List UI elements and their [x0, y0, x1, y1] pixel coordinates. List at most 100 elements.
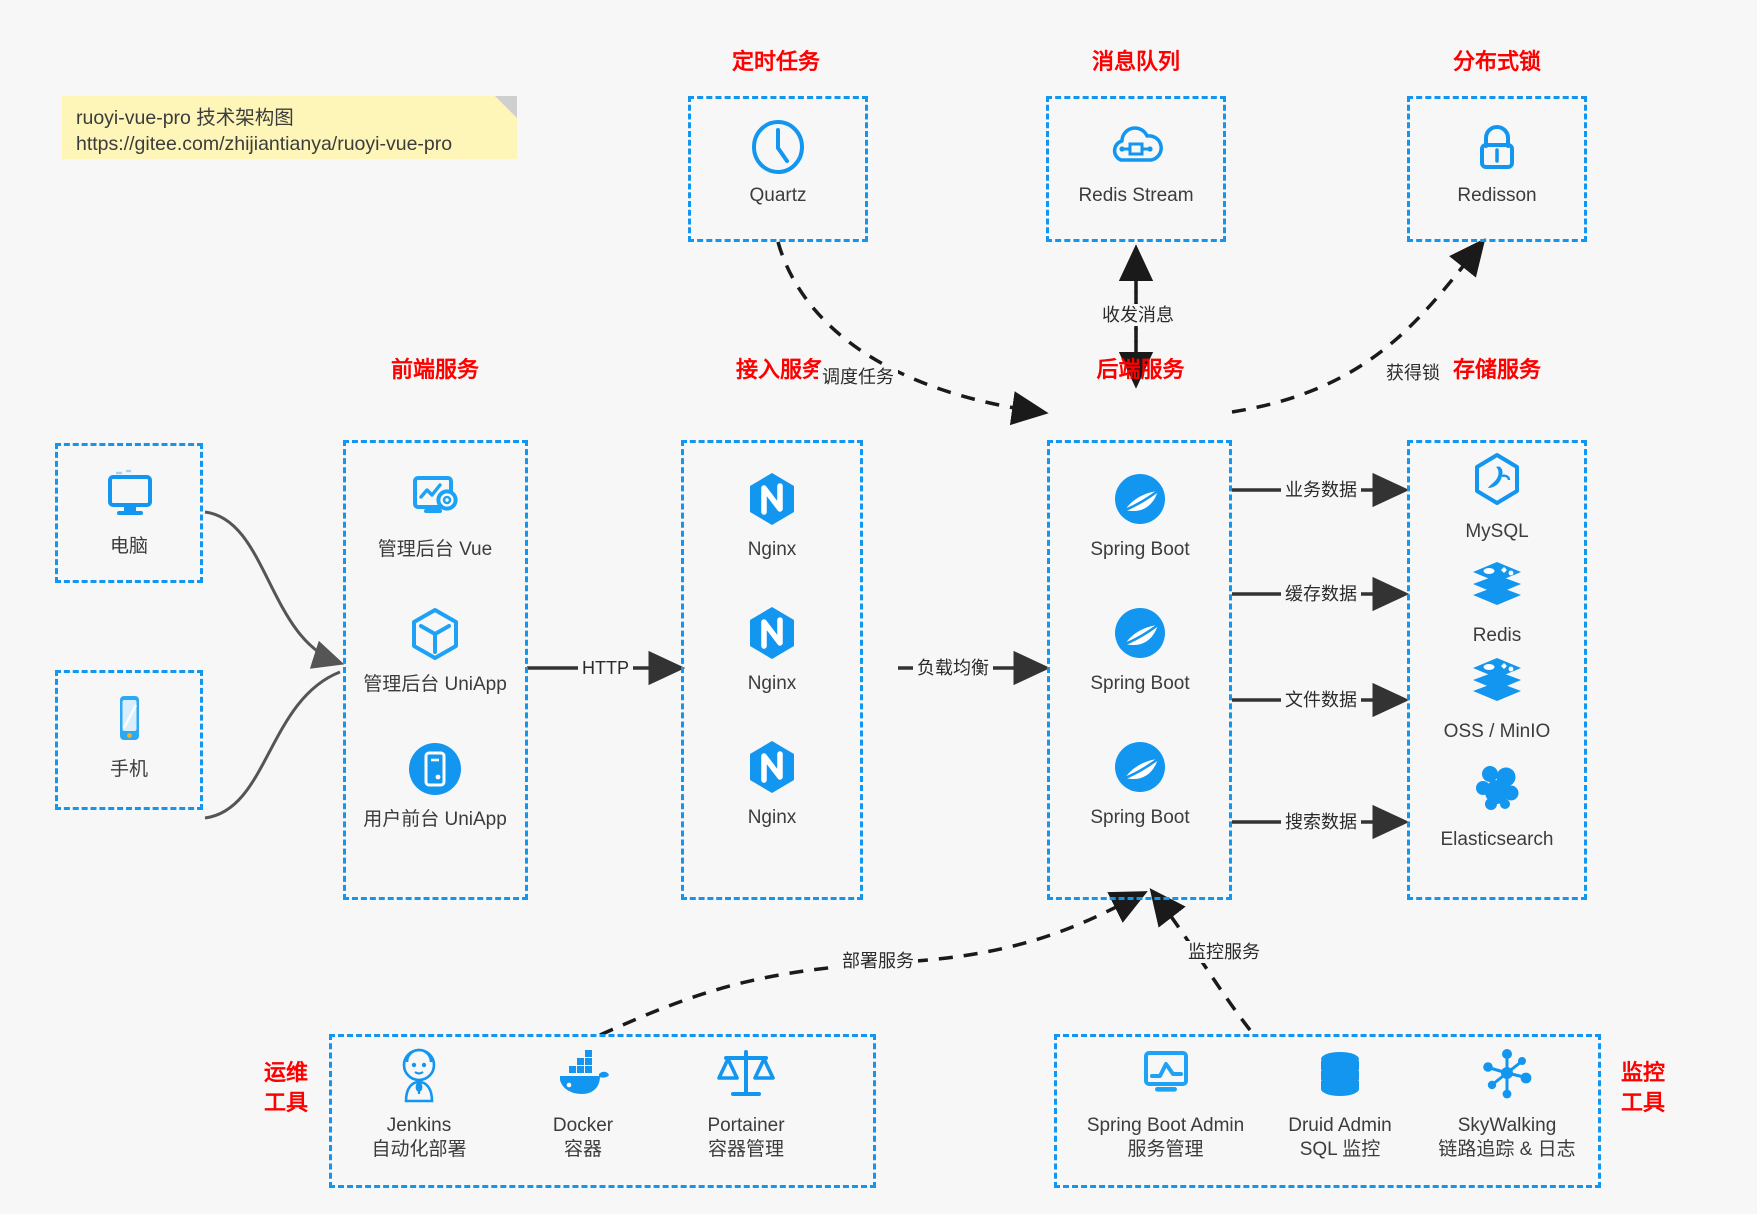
group-box-frontend-service [343, 440, 528, 900]
node-springboot-3[interactable]: Spring Boot [1060, 738, 1220, 830]
node-portainer[interactable]: Portainer 容器管理 [666, 1046, 826, 1162]
node-spring-boot-admin[interactable]: Spring Boot Admin 服务管理 [1073, 1046, 1258, 1162]
node-label: Nginx [747, 539, 797, 560]
edge-label-file-data: 文件数据 [1281, 689, 1361, 711]
mysql-dolphin-icon [1417, 452, 1577, 514]
node-elasticsearch[interactable]: Elasticsearch [1417, 760, 1577, 852]
node-sublabel: 服务管理 [1127, 1139, 1204, 1160]
node-phone[interactable]: 手机 [49, 690, 209, 782]
spring-boot-icon [1060, 604, 1220, 666]
clock-icon [698, 116, 858, 178]
cloud-stream-icon [1056, 116, 1216, 178]
nginx-icon [692, 604, 852, 666]
node-sublabel: SQL 监控 [1299, 1139, 1381, 1160]
cube-icon [355, 605, 515, 667]
group-label-backend-service: 后端服务 [1096, 357, 1185, 382]
group-box-devops-tools [329, 1034, 876, 1188]
node-label: Nginx [747, 673, 797, 694]
edge-label-acquire-lock: 获得锁 [1382, 362, 1444, 384]
group-label-distributed-lock: 分布式锁 [1452, 49, 1541, 74]
node-admin-uniapp[interactable]: 管理后台 UniApp [355, 605, 515, 697]
redis-stack-icon [1417, 556, 1577, 618]
node-label: Quartz [749, 185, 807, 206]
note-url-line: https://gitee.com/zhijiantianya/ruoyi-vu… [76, 133, 453, 155]
group-box-message-queue [1046, 96, 1226, 242]
node-label: Spring Boot [1090, 807, 1190, 828]
edge-label-cache-data: 缓存数据 [1281, 583, 1361, 605]
monitor-chart-icon [1073, 1046, 1258, 1108]
node-nginx-2[interactable]: Nginx [692, 604, 852, 696]
spring-boot-icon [1060, 738, 1220, 800]
mobile-app-icon [355, 740, 515, 802]
database-cylinder-icon [1265, 1046, 1415, 1108]
edge-label-business-data: 业务数据 [1281, 479, 1361, 501]
group-label-devops-tools: 运维 工具 [255, 1058, 317, 1118]
oss-stack-icon [1417, 652, 1577, 714]
monitor-label-line2: 工具 [1620, 1090, 1665, 1115]
node-label: Druid Admin [1288, 1115, 1392, 1136]
group-box-backend-service [1047, 440, 1232, 900]
node-oss-minio[interactable]: OSS / MinIO [1417, 652, 1577, 744]
network-nodes-icon [1422, 1046, 1592, 1108]
note-title-line: ruoyi-vue-pro 技术架构图 [76, 107, 294, 129]
node-springboot-1[interactable]: Spring Boot [1060, 470, 1220, 562]
lock-icon [1417, 116, 1577, 178]
node-label: Portainer [707, 1115, 785, 1136]
node-computer[interactable]: 电脑 [49, 467, 209, 559]
group-box-distributed-lock [1407, 96, 1587, 242]
node-nginx-3[interactable]: Nginx [692, 738, 852, 830]
node-docker[interactable]: Docker 容器 [503, 1046, 663, 1162]
edge-label-send-receive-message: 收发消息 [1098, 304, 1178, 326]
group-label-monitor-tools: 监控 工具 [1612, 1058, 1674, 1118]
spring-boot-icon [1060, 470, 1220, 532]
node-mysql[interactable]: MySQL [1417, 452, 1577, 544]
node-jenkins[interactable]: Jenkins 自动化部署 [339, 1046, 499, 1162]
node-quartz[interactable]: Quartz [698, 116, 858, 208]
node-springboot-2[interactable]: Spring Boot [1060, 604, 1220, 696]
desktop-computer-icon [49, 467, 209, 529]
node-redisson[interactable]: Redisson [1417, 116, 1577, 208]
monitor-label-line1: 监控 [1620, 1060, 1665, 1085]
node-nginx-1[interactable]: Nginx [692, 470, 852, 562]
node-label: Redis [1472, 625, 1522, 646]
client-box-phone [55, 670, 203, 810]
edge-label-load-balance: 负载均衡 [913, 657, 993, 679]
dashboard-gear-icon [355, 470, 515, 532]
title-note: ruoyi-vue-pro 技术架构图 https://gitee.com/zh… [62, 96, 517, 159]
group-label-scheduled-task: 定时任务 [731, 49, 820, 74]
node-label: Spring Boot [1090, 539, 1190, 560]
client-box-computer [55, 443, 203, 583]
docker-whale-icon [503, 1046, 663, 1108]
edge-clients-to-frontend [204, 510, 345, 820]
node-label: SkyWalking [1457, 1115, 1557, 1136]
node-label: Elasticsearch [1440, 829, 1554, 850]
devops-label-line1: 运维 [263, 1060, 308, 1085]
elasticsearch-icon [1417, 760, 1577, 822]
node-redis[interactable]: Redis [1417, 556, 1577, 648]
node-label: Spring Boot [1090, 673, 1190, 694]
node-skywalking[interactable]: SkyWalking 链路追踪 & 日志 [1422, 1046, 1592, 1162]
node-label: MySQL [1465, 521, 1529, 542]
node-label: 管理后台 UniApp [363, 674, 507, 695]
group-label-storage-service: 存储服务 [1452, 357, 1541, 382]
group-box-access-service [681, 440, 863, 900]
node-admin-vue[interactable]: 管理后台 Vue [355, 470, 515, 562]
node-label: Redisson [1457, 185, 1537, 206]
note-folded-corner-icon [495, 96, 517, 118]
node-druid-admin[interactable]: Druid Admin SQL 监控 [1265, 1046, 1415, 1162]
node-label: Spring Boot Admin [1086, 1115, 1245, 1136]
node-label: Nginx [747, 807, 797, 828]
node-redis-stream[interactable]: Redis Stream [1056, 116, 1216, 208]
edge-label-schedule-task: 调度任务 [818, 366, 898, 388]
nginx-icon [692, 738, 852, 800]
group-label-message-queue: 消息队列 [1091, 49, 1180, 74]
node-label: 电脑 [109, 536, 148, 557]
node-user-uniapp[interactable]: 用户前台 UniApp [355, 740, 515, 832]
edge-label-http: HTTP [578, 657, 633, 679]
node-label: 用户前台 UniApp [363, 809, 507, 830]
group-box-monitor-tools [1054, 1034, 1601, 1188]
node-label: 管理后台 Vue [377, 539, 493, 560]
node-sublabel: 容器 [563, 1139, 602, 1160]
group-box-storage-service [1407, 440, 1587, 900]
